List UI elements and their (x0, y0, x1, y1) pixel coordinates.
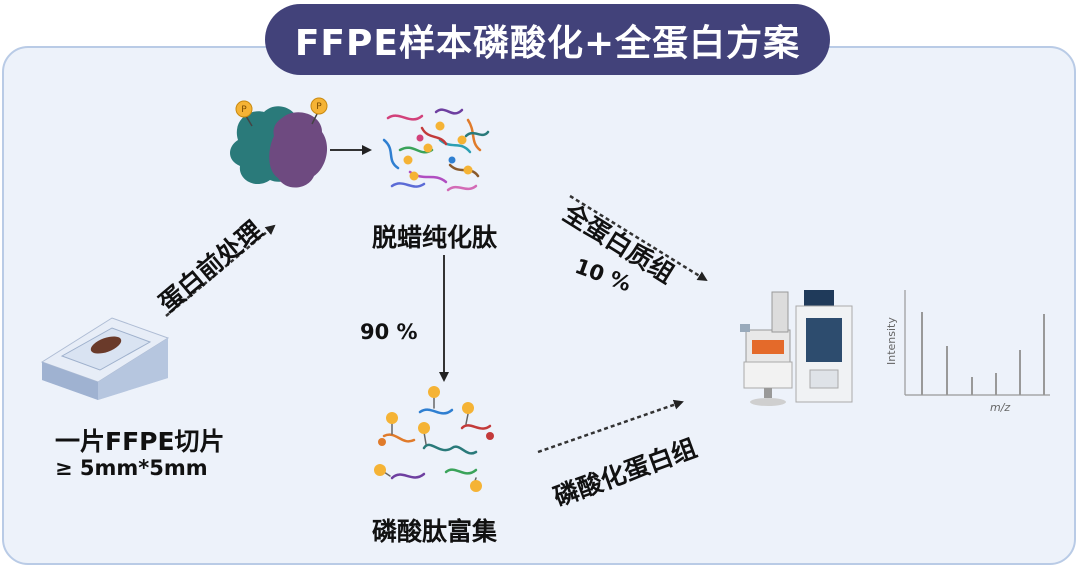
arrow-phosphoproteome (537, 399, 684, 454)
spectrum-xlabel: m/z (990, 401, 1010, 414)
phospho-marker: P (316, 102, 322, 112)
section-size-label: ≥ 5mm*5mm (55, 456, 208, 480)
arrow-total-proteome (569, 194, 708, 282)
mass-spectrometer-icon (740, 290, 853, 406)
spectrum-ylabel: Intensity (885, 317, 898, 365)
ffpe-slide-icon (40, 317, 170, 400)
phosphopeptides-icon (382, 397, 492, 485)
spectrum-plot: Intensity m/z (885, 290, 1050, 414)
peptides-icon (382, 108, 490, 192)
phospho-enrich-label: 磷酸肽富集 (372, 517, 498, 546)
dewax-peptides-label: 脱蜡纯化肽 (372, 223, 498, 252)
pct-phospho-label: 90 % (360, 320, 418, 344)
protein-icon: P P (230, 97, 328, 188)
section-label: 一片FFPE切片 (55, 427, 225, 456)
page-title: FFPE样本磷酸化+全蛋白方案 (265, 4, 830, 75)
arrow-pretreatment (165, 224, 276, 317)
phospho-marker: P (241, 105, 247, 115)
content-panel (2, 46, 1076, 565)
